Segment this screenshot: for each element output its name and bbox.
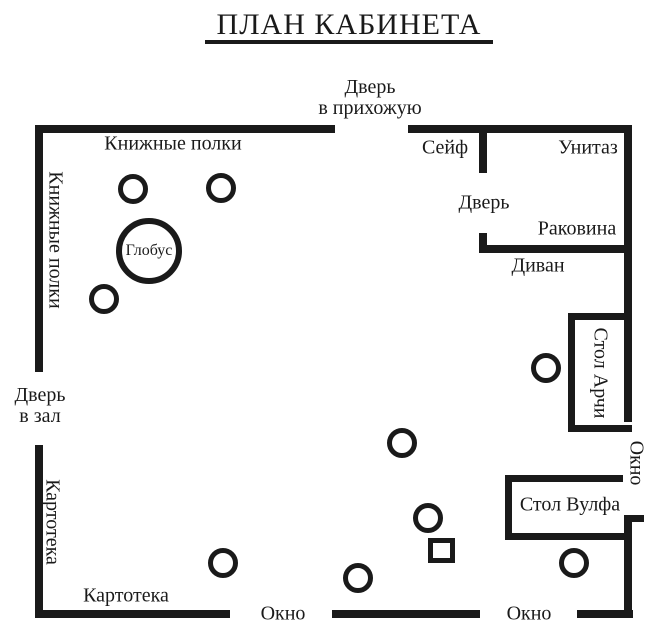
card-file-bottom-label: Картотека	[83, 584, 169, 607]
bathroom-door-label: Дверь	[458, 191, 510, 214]
archie-desk-bottom-edge	[568, 425, 632, 432]
square-table	[428, 538, 455, 563]
wolfe-desk-bottom-edge	[505, 533, 632, 540]
sofa-label: Диван	[511, 254, 565, 277]
window-bottom-right-label: Окно	[506, 602, 552, 625]
archie-desk-left-edge	[568, 313, 575, 432]
wolfe-desk-top-edge	[505, 475, 623, 482]
chair-circle-4	[531, 353, 561, 383]
archie-desk-top-edge	[568, 313, 632, 320]
chair-circle-3	[89, 284, 119, 314]
bookshelves-left-label: Книжные полки	[44, 171, 67, 309]
door-to-hall-line2: в зал	[19, 405, 61, 427]
wolfe-desk-label: Стол Вулфа	[519, 493, 621, 516]
wall-left-upper-segment	[35, 125, 43, 372]
title-underline	[205, 40, 493, 44]
wall-top-right-segment	[408, 125, 632, 133]
wall-right-upper-segment	[624, 125, 632, 422]
card-file-left-label: Картотека	[41, 479, 64, 565]
chair-circle-6	[413, 503, 443, 533]
wolfe-desk-left-edge	[505, 475, 512, 540]
globe-label: Глобус	[125, 242, 173, 259]
window-right-label: Окно	[625, 440, 648, 486]
chair-circle-8	[208, 548, 238, 578]
window-bottom-left-label: Окно	[260, 602, 306, 625]
sink-label: Раковина	[537, 217, 617, 240]
window-sill-stub	[624, 515, 644, 522]
wall-bottom-right-segment	[577, 610, 633, 618]
wall-bottom-left-segment	[35, 610, 230, 618]
wall-left-lower-segment	[35, 445, 43, 618]
toilet-label: Унитаз	[558, 136, 618, 159]
wall-right-lower-segment	[624, 515, 632, 618]
door-to-hall-line1: Дверь	[14, 384, 66, 406]
door-to-hallway-line1: Дверь	[344, 76, 396, 98]
bathroom-divider-wall	[479, 125, 487, 173]
bookshelves-top-label: Книжные полки	[104, 132, 242, 155]
chair-circle-7	[343, 563, 373, 593]
door-to-hall-label: Дверь в зал	[15, 385, 66, 427]
globe-circle: Глобус	[116, 218, 182, 284]
door-to-hallway-label: Дверь в прихожую	[318, 77, 421, 119]
chair-circle-1	[118, 174, 148, 204]
wall-bottom-middle-segment	[332, 610, 480, 618]
safe-label: Сейф	[421, 136, 469, 159]
door-to-hallway-line2: в прихожую	[318, 97, 422, 119]
wall-top-left-segment	[35, 125, 335, 133]
chair-circle-5	[387, 428, 417, 458]
page-title: ПЛАН КАБИНЕТА	[216, 8, 482, 41]
chair-circle-9	[559, 548, 589, 578]
bathroom-door-stub	[479, 233, 487, 252]
bathroom-bottom-wall	[479, 245, 632, 253]
chair-circle-2	[206, 173, 236, 203]
archie-desk-label: Стол Арчи	[589, 327, 612, 419]
